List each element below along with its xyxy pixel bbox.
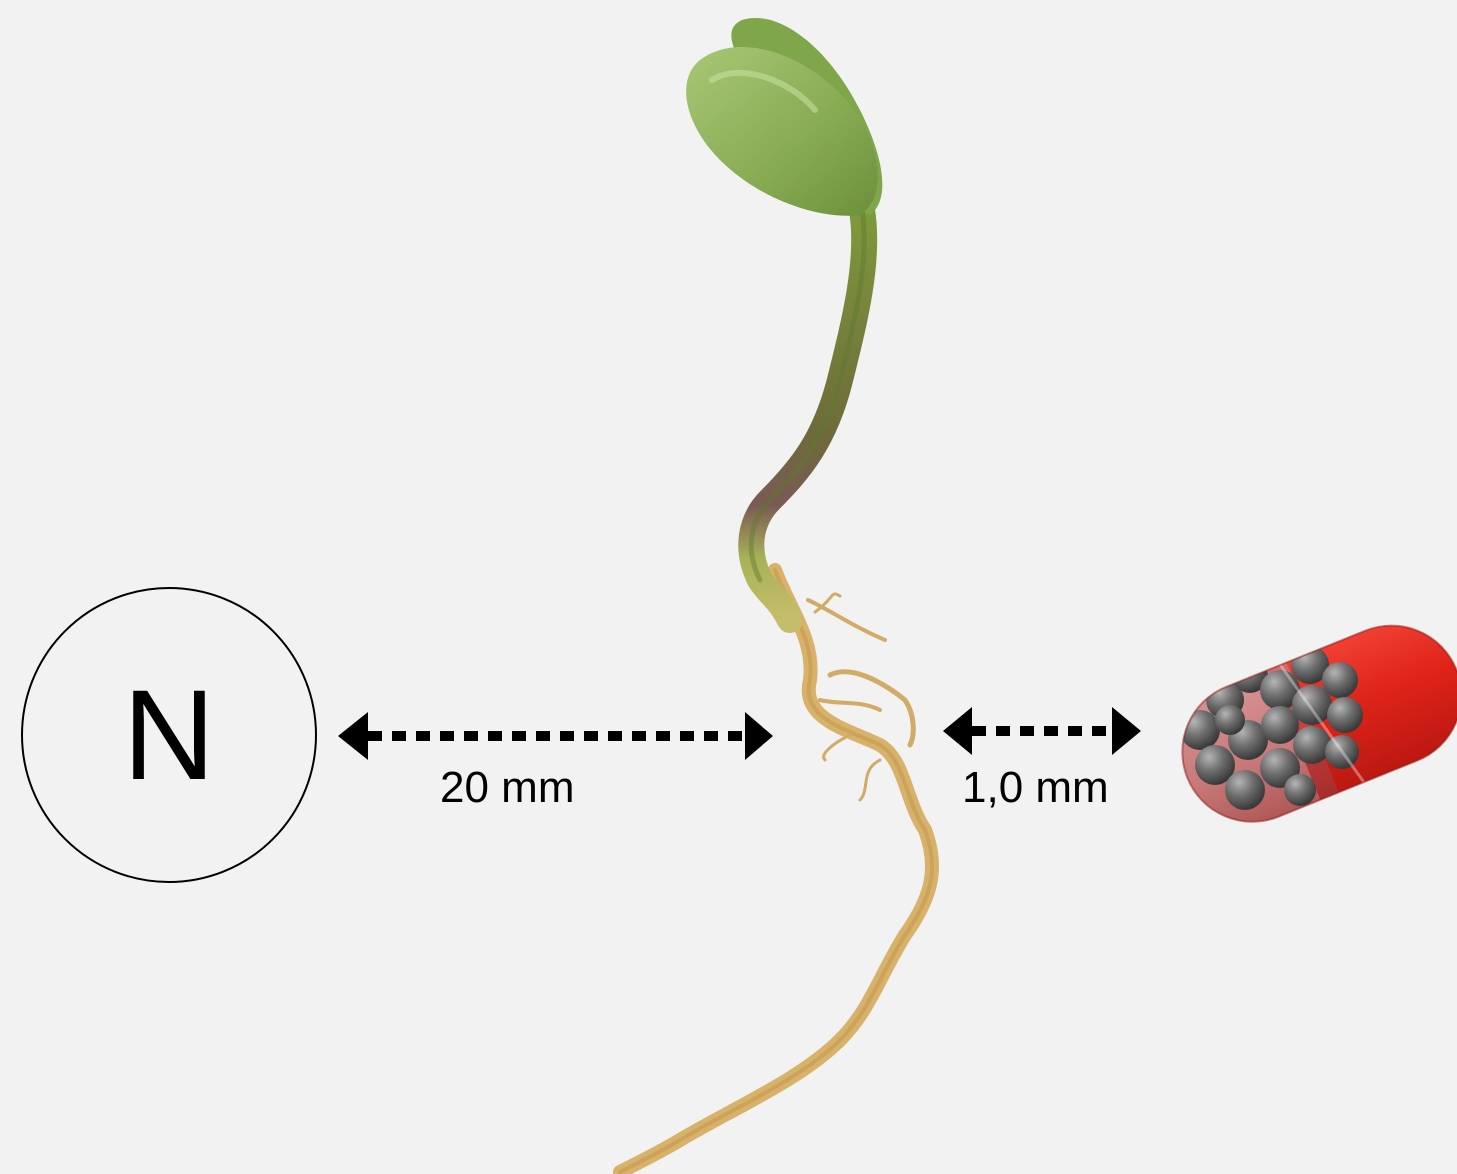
left-distance-arrow (338, 712, 773, 760)
nitrogen-symbol: N (22, 588, 316, 882)
right-distance-arrow (943, 707, 1141, 755)
capsule-icon (1126, 543, 1457, 908)
right-distance-label: 1,0 mm (962, 763, 1109, 813)
seedling-icon (620, 18, 932, 1172)
left-distance-label: 20 mm (440, 763, 574, 813)
